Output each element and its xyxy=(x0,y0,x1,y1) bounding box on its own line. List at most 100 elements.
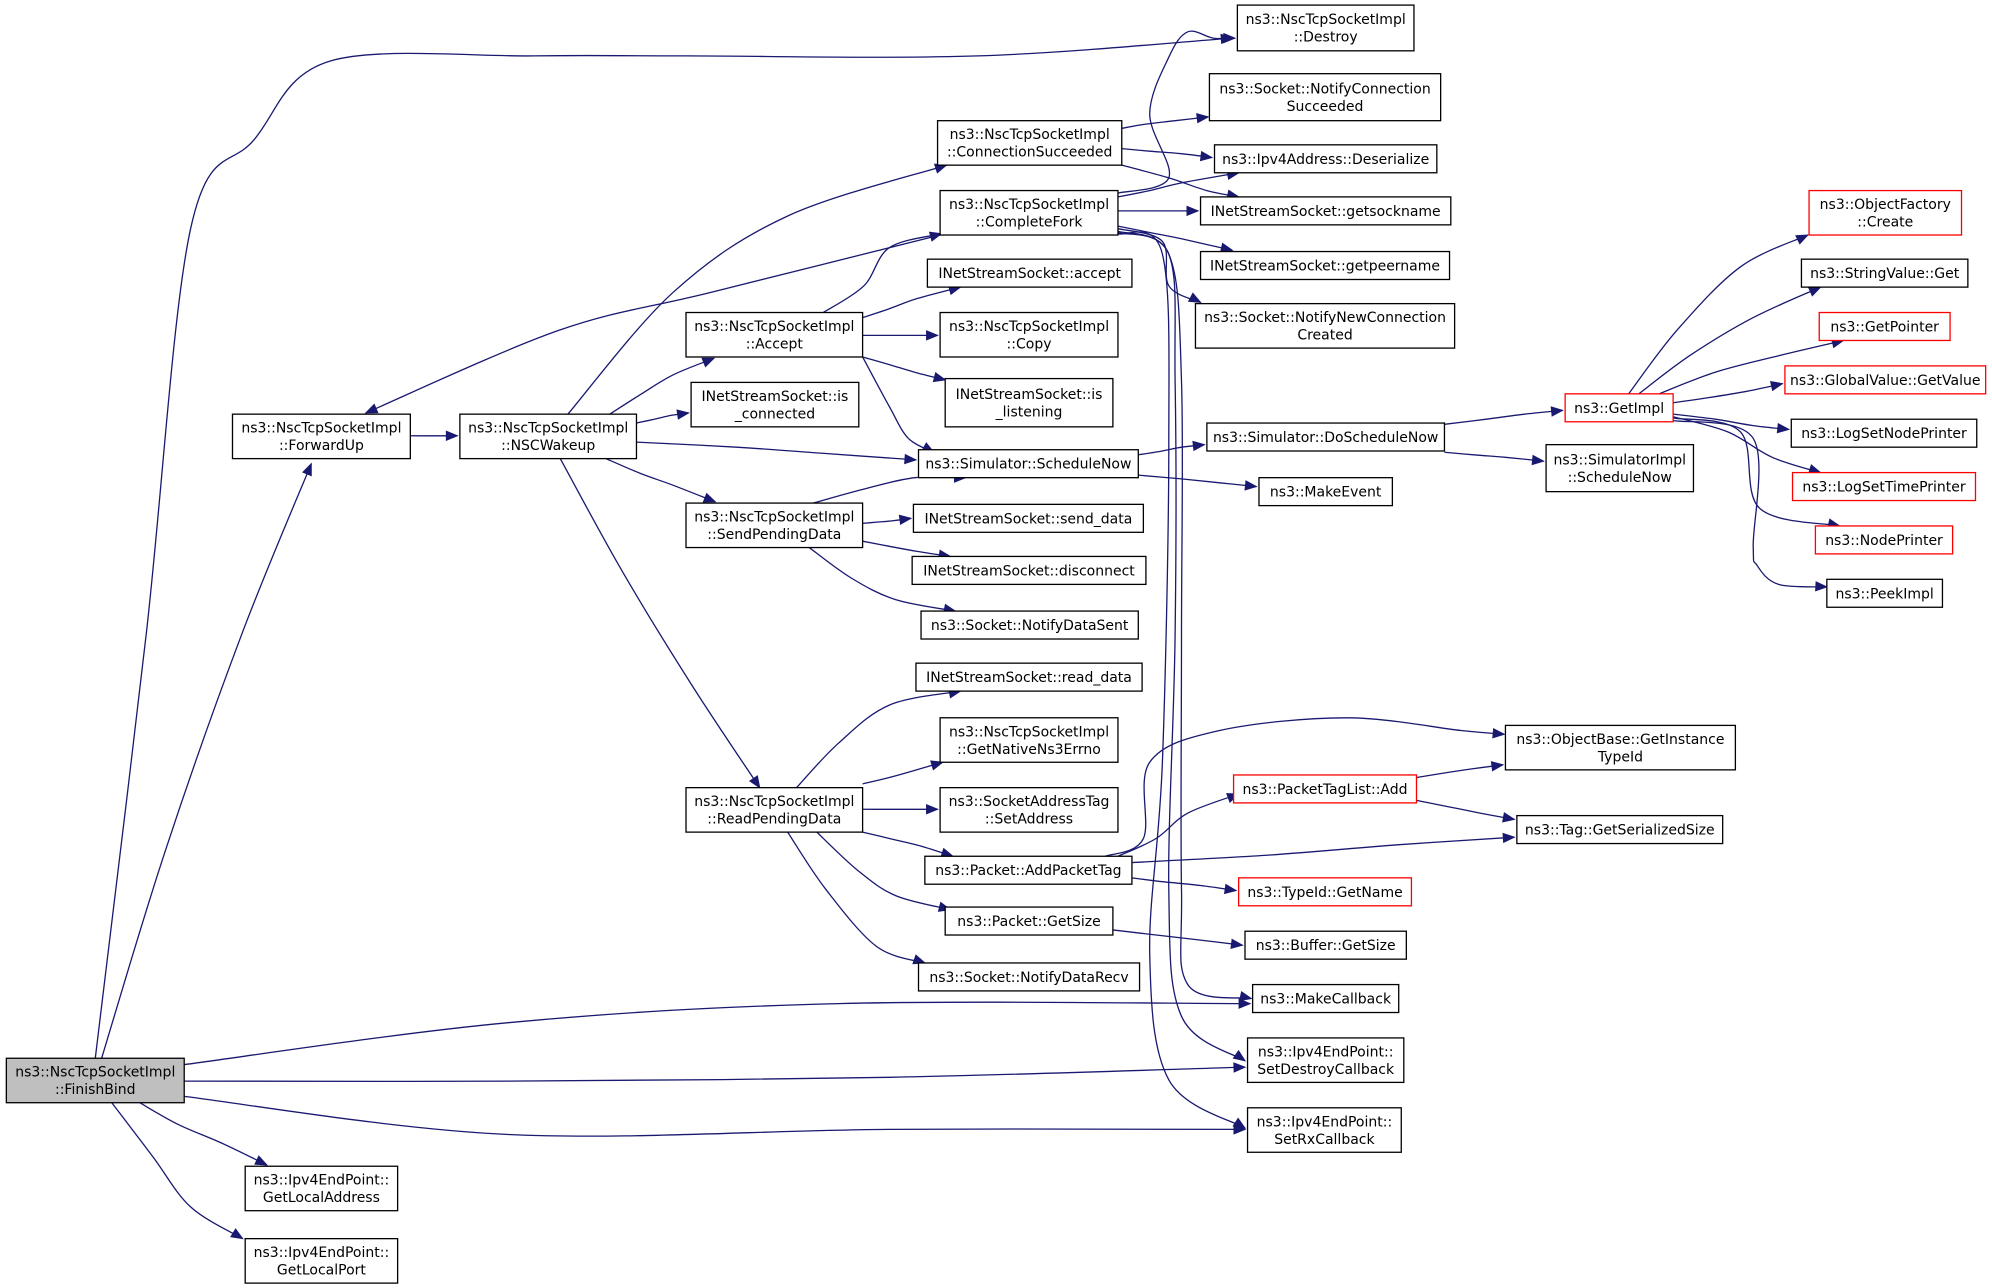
edge-accept-to-completefork xyxy=(822,233,942,314)
node-senddata[interactable]: INetStreamSocket::send_data xyxy=(912,503,1145,533)
node-forwardup[interactable]: ns3::NscTcpSocketImpl::ForwardUp xyxy=(231,413,411,460)
arrowhead-schedulenow-to-makeevent xyxy=(1244,480,1258,491)
node-peekimpl[interactable]: ns3::PeekImpl xyxy=(1826,578,1944,608)
node-setdestroycallback[interactable]: ns3::Ipv4EndPoint::SetDestroyCallback xyxy=(1246,1037,1405,1084)
node-nscwakeup[interactable]: ns3::NscTcpSocketImpl::NSCWakeup xyxy=(459,413,638,460)
node-notifydatarecv[interactable]: ns3::Socket::NotifyDataRecv xyxy=(917,962,1141,992)
node-typeidgetname[interactable]: ns3::TypeId::GetName xyxy=(1237,877,1413,907)
edge-nscwakeup-to-schedulenow xyxy=(636,441,917,461)
node-label-typeidgetname: ns3::TypeId::GetName xyxy=(1247,885,1402,901)
node-setrxcallback[interactable]: ns3::Ipv4EndPoint::SetRxCallback xyxy=(1246,1107,1402,1153)
node-globalvaluegetvalue[interactable]: ns3::GlobalValue::GetValue xyxy=(1784,365,1987,395)
node-label-objectfactorycreate: ::Create xyxy=(1857,215,1913,231)
node-addpackettag[interactable]: ns3::Packet::AddPacketTag xyxy=(924,855,1133,885)
node-getlocalport[interactable]: ns3::Ipv4EndPoint::GetLocalPort xyxy=(244,1237,399,1284)
node-setaddress[interactable]: ns3::SocketAddressTag::SetAddress xyxy=(939,787,1119,833)
node-label-schedulenow: ns3::Simulator::ScheduleNow xyxy=(925,457,1131,473)
edge-nscwakeup-to-sendpendingdata xyxy=(605,458,716,503)
node-label-accept: ::Accept xyxy=(746,337,804,353)
arrowhead-completefork-to-notifynewconn xyxy=(1187,292,1202,303)
node-taggetserializedsize[interactable]: ns3::Tag::GetSerializedSize xyxy=(1516,814,1724,845)
edge-completefork-to-makecallback xyxy=(1117,230,1252,1000)
node-logsetnodeprinter[interactable]: ns3::LogSetNodePrinter xyxy=(1790,418,1978,448)
arrowhead-completefork-to-destroy xyxy=(1223,32,1237,44)
node-box-disconnect xyxy=(911,555,1147,586)
node-buffergetsize[interactable]: ns3::Buffer::GetSize xyxy=(1244,930,1407,960)
arrowhead-accept-to-completefork xyxy=(928,231,943,242)
node-label-peekimpl: ns3::PeekImpl xyxy=(1835,586,1933,602)
node-accept[interactable]: ns3::NscTcpSocketImpl::Accept xyxy=(685,311,864,358)
node-destroy[interactable]: ns3::NscTcpSocketImpl::Destroy xyxy=(1236,4,1415,52)
node-notifydatasent[interactable]: ns3::Socket::NotifyDataSent xyxy=(920,610,1139,640)
node-label-getpeername: INetStreamSocket::getpeername xyxy=(1210,259,1440,275)
node-label-islistening: INetStreamSocket::is xyxy=(956,387,1103,403)
node-label-setaddress: ::SetAddress xyxy=(985,812,1073,828)
node-completefork[interactable]: ns3::NscTcpSocketImpl::CompleteFork xyxy=(939,189,1119,236)
edge-sendpendingdata-to-disconnect xyxy=(862,540,951,558)
node-disconnect[interactable]: INetStreamSocket::disconnect xyxy=(911,555,1147,586)
node-simimplschedulenow[interactable]: ns3::SimulatorImpl::ScheduleNow xyxy=(1545,443,1695,493)
arrowhead-schedulenow-to-doschedulenow xyxy=(1192,440,1206,452)
node-inetaccept[interactable]: INetStreamSocket::accept xyxy=(926,258,1133,288)
node-getimpl[interactable]: ns3::GetImpl xyxy=(1564,393,1674,423)
node-label-doschedulenow: ns3::Simulator::DoScheduleNow xyxy=(1213,430,1438,446)
node-logsettimeprinter[interactable]: ns3::LogSetTimePrinter xyxy=(1791,471,1977,502)
node-deserialize[interactable]: ns3::Ipv4Address::Deserialize xyxy=(1213,144,1438,174)
node-copy[interactable]: ns3::NscTcpSocketImpl::Copy xyxy=(939,311,1119,358)
node-getlocaladdress[interactable]: ns3::Ipv4EndPoint::GetLocalAddress xyxy=(244,1165,399,1212)
node-getnativens3errno[interactable]: ns3::NscTcpSocketImpl::GetNativeNs3Errno xyxy=(939,717,1119,763)
node-label-setdestroycallback: ns3::Ipv4EndPoint:: xyxy=(1258,1044,1394,1060)
edge-finishbind-to-destroy xyxy=(94,37,1233,1059)
node-label-getimpl: ns3::GetImpl xyxy=(1574,401,1664,417)
arrowhead-readpendingdata-to-getnativens3errno xyxy=(930,760,944,771)
node-getsockname[interactable]: INetStreamSocket::getsockname xyxy=(1199,196,1452,226)
node-packetgetsize[interactable]: ns3::Packet::GetSize xyxy=(944,906,1114,936)
node-sendpendingdata[interactable]: ns3::NscTcpSocketImpl::SendPendingData xyxy=(685,502,864,549)
node-box-schedulenow xyxy=(917,449,1139,479)
node-label-disconnect: INetStreamSocket::disconnect xyxy=(923,563,1135,579)
node-islistening[interactable]: INetStreamSocket::is_listening xyxy=(944,377,1114,428)
node-label-copy: ns3::NscTcpSocketImpl xyxy=(949,319,1109,335)
node-box-getpeername xyxy=(1199,250,1451,281)
node-connectionsucceeded[interactable]: ns3::NscTcpSocketImpl::ConnectionSucceed… xyxy=(936,120,1123,166)
arrowhead-sendpendingdata-to-senddata xyxy=(898,514,913,526)
node-readdata[interactable]: INetStreamSocket::read_data xyxy=(915,662,1143,692)
node-doschedulenow[interactable]: ns3::Simulator::DoScheduleNow xyxy=(1206,422,1446,452)
node-label-destroy: ns3::NscTcpSocketImpl xyxy=(1246,12,1406,28)
node-label-getlocalport: ns3::Ipv4EndPoint:: xyxy=(254,1245,390,1261)
node-readpendingdata[interactable]: ns3::NscTcpSocketImpl::ReadPendingData xyxy=(685,787,864,833)
node-finishbind[interactable]: ns3::NscTcpSocketImpl::FinishBind xyxy=(5,1057,185,1104)
edge-finishbind-to-makecallback xyxy=(184,1001,1251,1066)
edge-sendpendingdata-to-notifydatasent xyxy=(808,547,956,612)
node-stringvalueget[interactable]: ns3::StringValue::Get xyxy=(1800,258,1969,288)
arrowhead-nscwakeup-to-sendpendingdata xyxy=(702,492,717,503)
node-schedulenow[interactable]: ns3::Simulator::ScheduleNow xyxy=(917,449,1139,479)
node-label-finishbind: ns3::NscTcpSocketImpl xyxy=(15,1065,175,1081)
node-box-deserialize xyxy=(1213,144,1438,174)
node-label-notifyconnsucceeded: Succeeded xyxy=(1287,99,1364,115)
node-label-nscwakeup: ::NSCWakeup xyxy=(501,438,595,454)
node-getpointer[interactable]: ns3::GetPointer xyxy=(1818,311,1951,342)
node-label-notifydatarecv: ns3::Socket::NotifyDataRecv xyxy=(929,970,1128,986)
node-box-getnativens3errno xyxy=(939,717,1119,763)
edge-finishbind-to-getlocaladdress xyxy=(139,1102,268,1166)
node-label-notifynewconn: ns3::Socket::NotifyNewConnection xyxy=(1204,310,1446,326)
node-makeevent[interactable]: ns3::MakeEvent xyxy=(1258,477,1394,507)
node-objectfactorycreate[interactable]: ns3::ObjectFactory::Create xyxy=(1808,189,1963,236)
node-nodeprinter[interactable]: ns3::NodePrinter xyxy=(1814,525,1954,555)
node-box-getimpl xyxy=(1564,393,1674,423)
node-isconnected[interactable]: INetStreamSocket::is_connected xyxy=(690,381,860,428)
node-packettaglistadd[interactable]: ns3::PacketTagList::Add xyxy=(1232,774,1418,804)
node-label-getlocaladdress: ns3::Ipv4EndPoint:: xyxy=(254,1173,390,1189)
node-box-senddata xyxy=(912,503,1145,533)
node-getpeername[interactable]: INetStreamSocket::getpeername xyxy=(1199,250,1451,281)
node-label-completefork: ns3::NscTcpSocketImpl xyxy=(949,197,1109,213)
node-label-setrxcallback: SetRxCallback xyxy=(1274,1132,1375,1148)
node-makecallback[interactable]: ns3::MakeCallback xyxy=(1251,983,1400,1014)
edge-readpendingdata-to-getnativens3errno xyxy=(862,761,943,785)
arrowhead-completefork-to-setrxcallback xyxy=(1232,1117,1247,1129)
node-box-notifydatasent xyxy=(920,610,1139,640)
